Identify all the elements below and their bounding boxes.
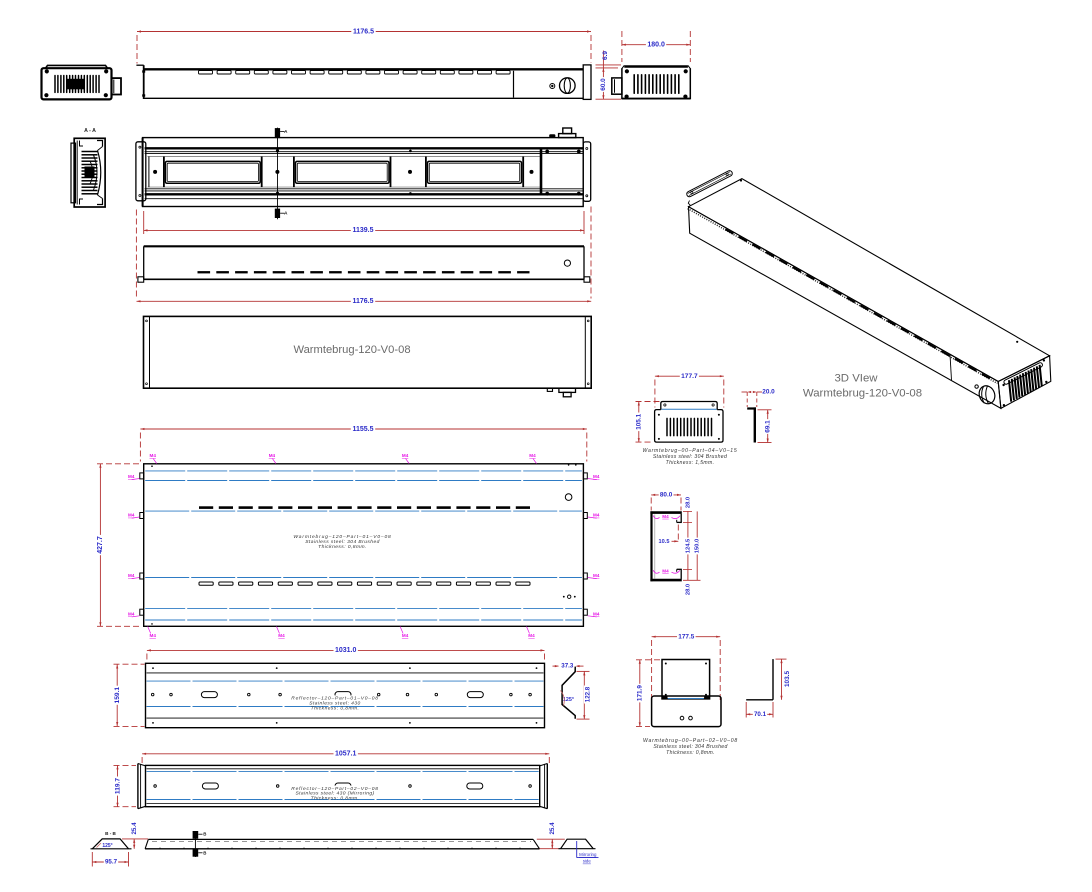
svg-text:70.1: 70.1 xyxy=(754,711,767,718)
svg-text:3D VIew: 3D VIew xyxy=(834,373,878,385)
svg-text:1031.0: 1031.0 xyxy=(335,647,357,654)
svg-text:Warmtebrug–00–Part–04–V0–15: Warmtebrug–00–Part–04–V0–15 xyxy=(643,448,738,454)
svg-text:95.7: 95.7 xyxy=(105,859,118,866)
svg-text:Thickness: 1,5mm.: Thickness: 1,5mm. xyxy=(666,460,715,466)
svg-text:B: B xyxy=(203,832,206,837)
svg-text:171.9: 171.9 xyxy=(636,685,643,701)
svg-text:M4: M4 xyxy=(128,573,135,578)
svg-text:28.0: 28.0 xyxy=(685,497,691,508)
svg-text:6.9: 6.9 xyxy=(602,51,609,60)
svg-text:Stainless steel: 304 Brushed: Stainless steel: 304 Brushed xyxy=(305,539,380,545)
svg-text:Stainless steel: 304 Brushed: Stainless steel: 304 Brushed xyxy=(653,454,727,460)
svg-text:M4: M4 xyxy=(128,474,135,479)
svg-text:Warmtebrug–00–Part–02–V0–08: Warmtebrug–00–Part–02–V0–08 xyxy=(643,738,738,744)
svg-text:122.8: 122.8 xyxy=(584,686,591,702)
svg-text:A: A xyxy=(284,129,288,134)
svg-text:25.4: 25.4 xyxy=(131,822,138,835)
svg-text:Thickness: 0,8mm.: Thickness: 0,8mm. xyxy=(318,544,367,550)
svg-text:159.1: 159.1 xyxy=(114,687,121,704)
svg-text:105.1: 105.1 xyxy=(635,413,642,429)
svg-text:180.0: 180.0 xyxy=(647,42,665,49)
svg-text:103.5: 103.5 xyxy=(784,671,791,687)
svg-text:Reflector–120–Part–02–V0–08: Reflector–120–Part–02–V0–08 xyxy=(291,786,378,792)
svg-text:M4: M4 xyxy=(402,453,409,458)
svg-text:A: A xyxy=(284,211,288,216)
svg-text:150.0: 150.0 xyxy=(695,539,701,554)
svg-text:M4: M4 xyxy=(529,453,536,458)
svg-text:1176.5: 1176.5 xyxy=(353,28,374,35)
svg-text:M4: M4 xyxy=(662,568,669,573)
svg-text:28.0: 28.0 xyxy=(685,584,691,595)
svg-text:M4: M4 xyxy=(593,474,600,479)
svg-text:124.5: 124.5 xyxy=(685,538,691,553)
svg-text:M4: M4 xyxy=(402,633,409,638)
svg-text:Warmtebrug-120-V0-08: Warmtebrug-120-V0-08 xyxy=(803,388,922,400)
svg-text:Thickness: 0,8mm.: Thickness: 0,8mm. xyxy=(666,750,715,756)
svg-text:M4: M4 xyxy=(269,453,276,458)
svg-text:125°: 125° xyxy=(563,697,574,703)
svg-text:M4: M4 xyxy=(150,453,157,458)
svg-text:M4: M4 xyxy=(278,633,285,638)
svg-text:10.5: 10.5 xyxy=(659,539,670,545)
svg-text:1139.5: 1139.5 xyxy=(352,227,373,234)
svg-text:Stainless steel: 430 (Mirrorin: Stainless steel: 430 (Mirroring) xyxy=(295,791,374,797)
svg-text:Stainless steel: 430: Stainless steel: 430 xyxy=(309,700,360,706)
svg-text:427.7: 427.7 xyxy=(97,536,104,554)
svg-text:Thickness: 0,8mm.: Thickness: 0,8mm. xyxy=(311,705,360,711)
svg-text:M4: M4 xyxy=(128,612,135,617)
svg-text:125°: 125° xyxy=(102,843,112,849)
svg-text:A - A: A - A xyxy=(84,128,96,134)
svg-text:M4: M4 xyxy=(128,513,135,518)
svg-text:119.7: 119.7 xyxy=(114,778,121,794)
svg-text:1176.5: 1176.5 xyxy=(352,298,373,305)
svg-text:Warmtebrug–120–Part–01–V0–08: Warmtebrug–120–Part–01–V0–08 xyxy=(293,534,391,540)
svg-text:B: B xyxy=(203,850,206,855)
svg-text:Warmtebrug-120-V0-08: Warmtebrug-120-V0-08 xyxy=(293,344,410,356)
svg-text:80.0: 80.0 xyxy=(660,492,673,499)
svg-text:37.3: 37.3 xyxy=(561,663,574,670)
svg-text:Reflector–120–Part–01–V0–08: Reflector–120–Part–01–V0–08 xyxy=(291,696,378,702)
svg-text:1155.5: 1155.5 xyxy=(352,426,373,433)
svg-text:177.5: 177.5 xyxy=(678,633,694,640)
svg-text:B - B: B - B xyxy=(105,831,116,836)
svg-text:M4: M4 xyxy=(150,633,157,638)
svg-text:Stainless steel: 304 Brushed: Stainless steel: 304 Brushed xyxy=(653,744,727,750)
svg-text:M4: M4 xyxy=(528,633,535,638)
svg-text:25.4: 25.4 xyxy=(549,822,556,835)
svg-text:1057.1: 1057.1 xyxy=(335,751,357,758)
svg-text:Thickness: 0,8mm.: Thickness: 0,8mm. xyxy=(311,795,360,801)
svg-text:69.1: 69.1 xyxy=(764,420,771,433)
svg-text:60.0: 60.0 xyxy=(600,78,607,91)
svg-text:M4: M4 xyxy=(593,573,600,578)
svg-text:M4: M4 xyxy=(593,513,600,518)
svg-text:Mirroring: Mirroring xyxy=(579,852,597,857)
svg-text:20.0: 20.0 xyxy=(762,389,775,396)
svg-text:177.7: 177.7 xyxy=(681,373,698,380)
svg-text:M4: M4 xyxy=(662,514,669,519)
svg-text:side: side xyxy=(583,859,592,864)
svg-text:M4: M4 xyxy=(593,612,600,617)
